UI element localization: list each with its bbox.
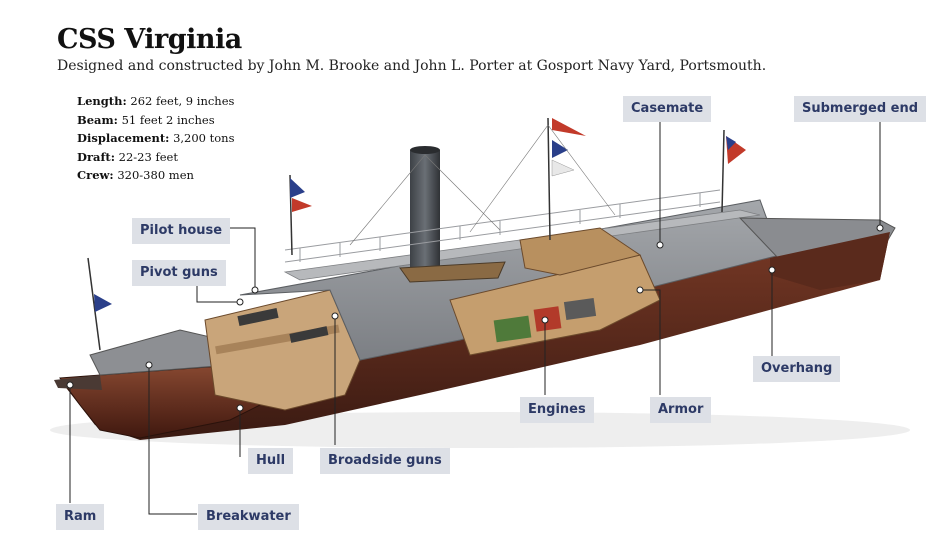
spec-value: 51 feet 2 inches xyxy=(121,112,215,127)
engine-block-3 xyxy=(563,297,597,321)
spec-key: Beam: xyxy=(77,112,118,127)
label-pivot-guns: Pivot guns xyxy=(132,260,226,286)
page-title: CSS Virginia xyxy=(57,24,242,55)
engine-block-1 xyxy=(493,315,532,343)
main-mast xyxy=(547,117,551,241)
spec-value: 22-23 feet xyxy=(118,149,178,164)
main-flag xyxy=(552,118,586,136)
main-flag-3 xyxy=(551,159,575,177)
spec-beam: Beam: 51 feet 2 inches xyxy=(77,111,235,130)
stern-mast xyxy=(721,129,725,213)
smokestack-top xyxy=(410,146,440,154)
rigging xyxy=(349,124,616,246)
stern-flag-canton xyxy=(726,136,736,150)
stern-deck xyxy=(738,217,896,261)
label-casemate: Casemate xyxy=(623,96,712,122)
spec-value: 3,200 tons xyxy=(173,131,235,145)
spec-draft: Draft: 22-23 feet xyxy=(77,148,235,167)
spec-value: 320-380 men xyxy=(117,168,194,182)
bow-mast xyxy=(87,257,101,351)
label-broadside-guns: Broadside guns xyxy=(320,448,450,474)
label-submerged-end: Submerged end xyxy=(794,96,927,122)
pivot-gun xyxy=(237,307,279,327)
label-overhang: Overhang xyxy=(753,356,841,382)
label-armor: Armor xyxy=(650,397,712,423)
spec-displacement: Displacement: 3,200 tons xyxy=(77,129,235,148)
spec-key: Crew: xyxy=(77,168,114,182)
stern-hull xyxy=(770,232,890,290)
spec-list: Length: 262 feet, 9 inches Beam: 51 feet… xyxy=(77,92,235,185)
spec-value: 262 feet, 9 inches xyxy=(130,94,235,108)
leader-dots xyxy=(66,224,884,412)
spec-length: Length: 262 feet, 9 inches xyxy=(77,92,235,111)
main-flag-2 xyxy=(552,140,568,158)
lifeboat xyxy=(399,261,506,283)
page-subtitle: Designed and constructed by John M. Broo… xyxy=(57,58,767,74)
label-engines: Engines xyxy=(520,397,594,423)
fore-flag-2 xyxy=(292,198,312,212)
label-ram: Ram xyxy=(56,504,105,530)
broadside-gun xyxy=(289,326,329,343)
spec-key: Draft: xyxy=(77,149,115,164)
fore-flag xyxy=(290,178,305,198)
label-pilot-house: Pilot house xyxy=(132,218,231,244)
bow-flag xyxy=(94,294,112,312)
label-breakwater: Breakwater xyxy=(198,504,299,530)
ram xyxy=(54,375,102,390)
spec-key: Displacement: xyxy=(77,131,170,145)
smokestack xyxy=(410,150,440,270)
spec-key: Length: xyxy=(77,94,127,108)
leader-lines xyxy=(69,117,881,515)
spec-crew: Crew: 320-380 men xyxy=(77,166,235,185)
label-hull: Hull xyxy=(248,448,294,474)
